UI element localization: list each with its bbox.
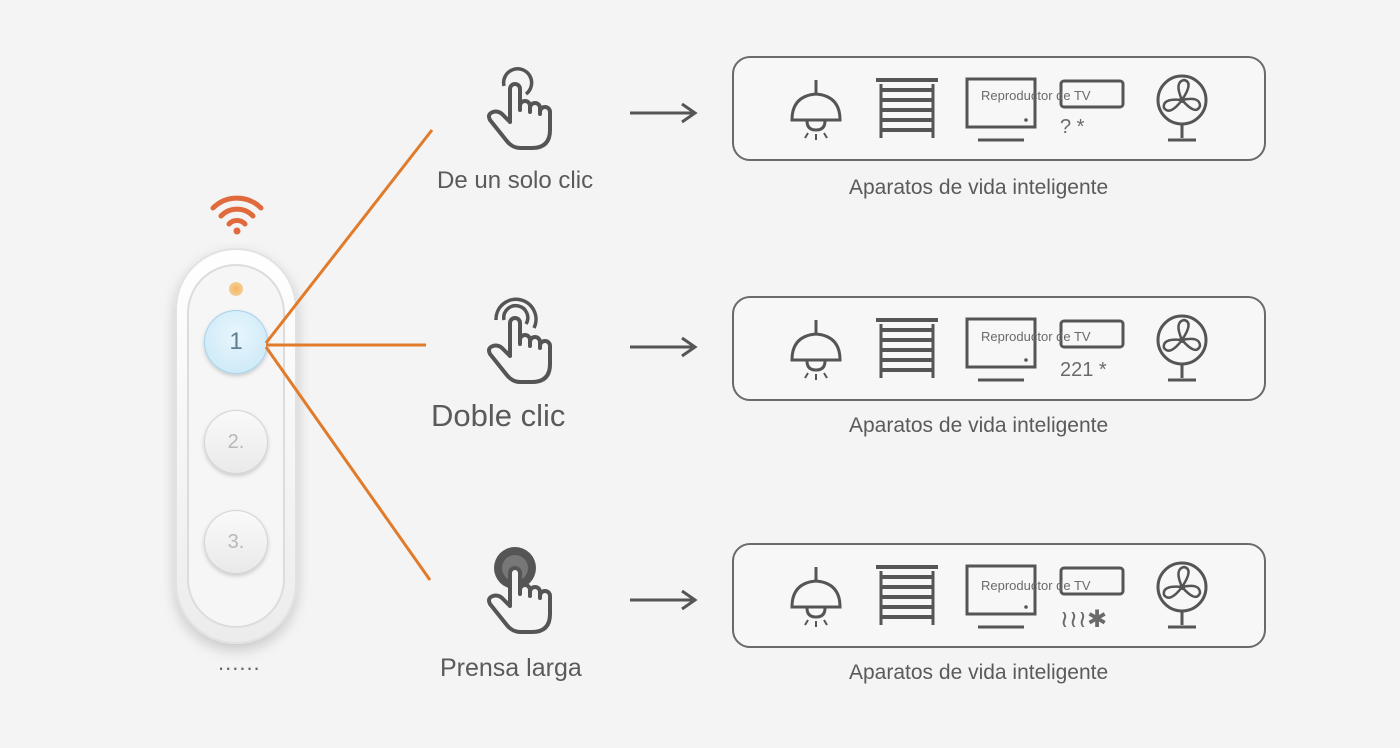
appliance-panel-2: Reproductor de TV 221 * <box>732 296 1266 401</box>
gesture-label-long: Prensa larga <box>440 654 582 682</box>
arrow-right-icon <box>630 102 698 124</box>
remote-inner-frame: 1 2. 3. <box>187 264 285 628</box>
row-caption-1: Aparatos de vida inteligente <box>849 176 1109 199</box>
air-conditioner-icon <box>1059 566 1125 596</box>
air-conditioner-icon <box>1059 319 1125 349</box>
window-blinds-icon <box>876 565 938 625</box>
gesture-label-double: Doble clic <box>431 398 566 433</box>
ac-mode-label: 221 * <box>1060 359 1107 381</box>
pendant-lamp-icon <box>790 80 842 140</box>
connector-line-long <box>264 346 432 581</box>
row-caption-3: Aparatos de vida inteligente <box>849 661 1109 684</box>
pendant-lamp-icon <box>790 320 842 380</box>
remote-button-3[interactable]: 3. <box>204 510 268 574</box>
remote-button-1[interactable]: 1 <box>204 310 268 374</box>
appliance-panel-3: Reproductor de TV ≀≀≀✱ <box>732 543 1266 648</box>
tv-monitor-icon <box>965 77 1037 142</box>
connector-line-single <box>264 129 434 344</box>
arrow-right-icon <box>630 589 698 611</box>
air-conditioner-icon <box>1059 79 1125 109</box>
fan-icon <box>1156 561 1208 629</box>
tv-player-label: Reproductor de TV <box>981 329 1091 344</box>
tv-player-label: Reproductor de TV <box>981 88 1091 103</box>
long-press-hand-icon <box>487 547 552 634</box>
pendant-lamp-icon <box>790 567 842 627</box>
wifi-signal-icon <box>210 195 264 235</box>
remote-footer-dots: ...... <box>218 650 261 675</box>
fan-icon <box>1156 74 1208 142</box>
tv-monitor-icon <box>965 317 1037 382</box>
window-blinds-icon <box>876 78 938 138</box>
gesture-label-single: De un solo clic <box>437 167 594 194</box>
ac-mode-label: ? * <box>1060 116 1085 138</box>
arrow-right-icon <box>630 336 698 358</box>
tv-monitor-icon <box>965 564 1037 629</box>
row-caption-2: Aparatos de vida inteligente <box>849 414 1109 437</box>
remote-button-2[interactable]: 2. <box>204 410 268 474</box>
status-led <box>229 282 243 296</box>
tv-player-label: Reproductor de TV <box>981 578 1091 593</box>
fan-icon <box>1156 314 1208 382</box>
ac-mode-label: ≀≀≀✱ <box>1060 606 1108 633</box>
double-tap-hand-icon <box>487 297 552 384</box>
window-blinds-icon <box>876 318 938 378</box>
remote-control: 1 2. 3. <box>175 248 297 644</box>
single-tap-hand-icon <box>487 67 552 150</box>
appliance-panel-1: Reproductor de TV ? * <box>732 56 1266 161</box>
